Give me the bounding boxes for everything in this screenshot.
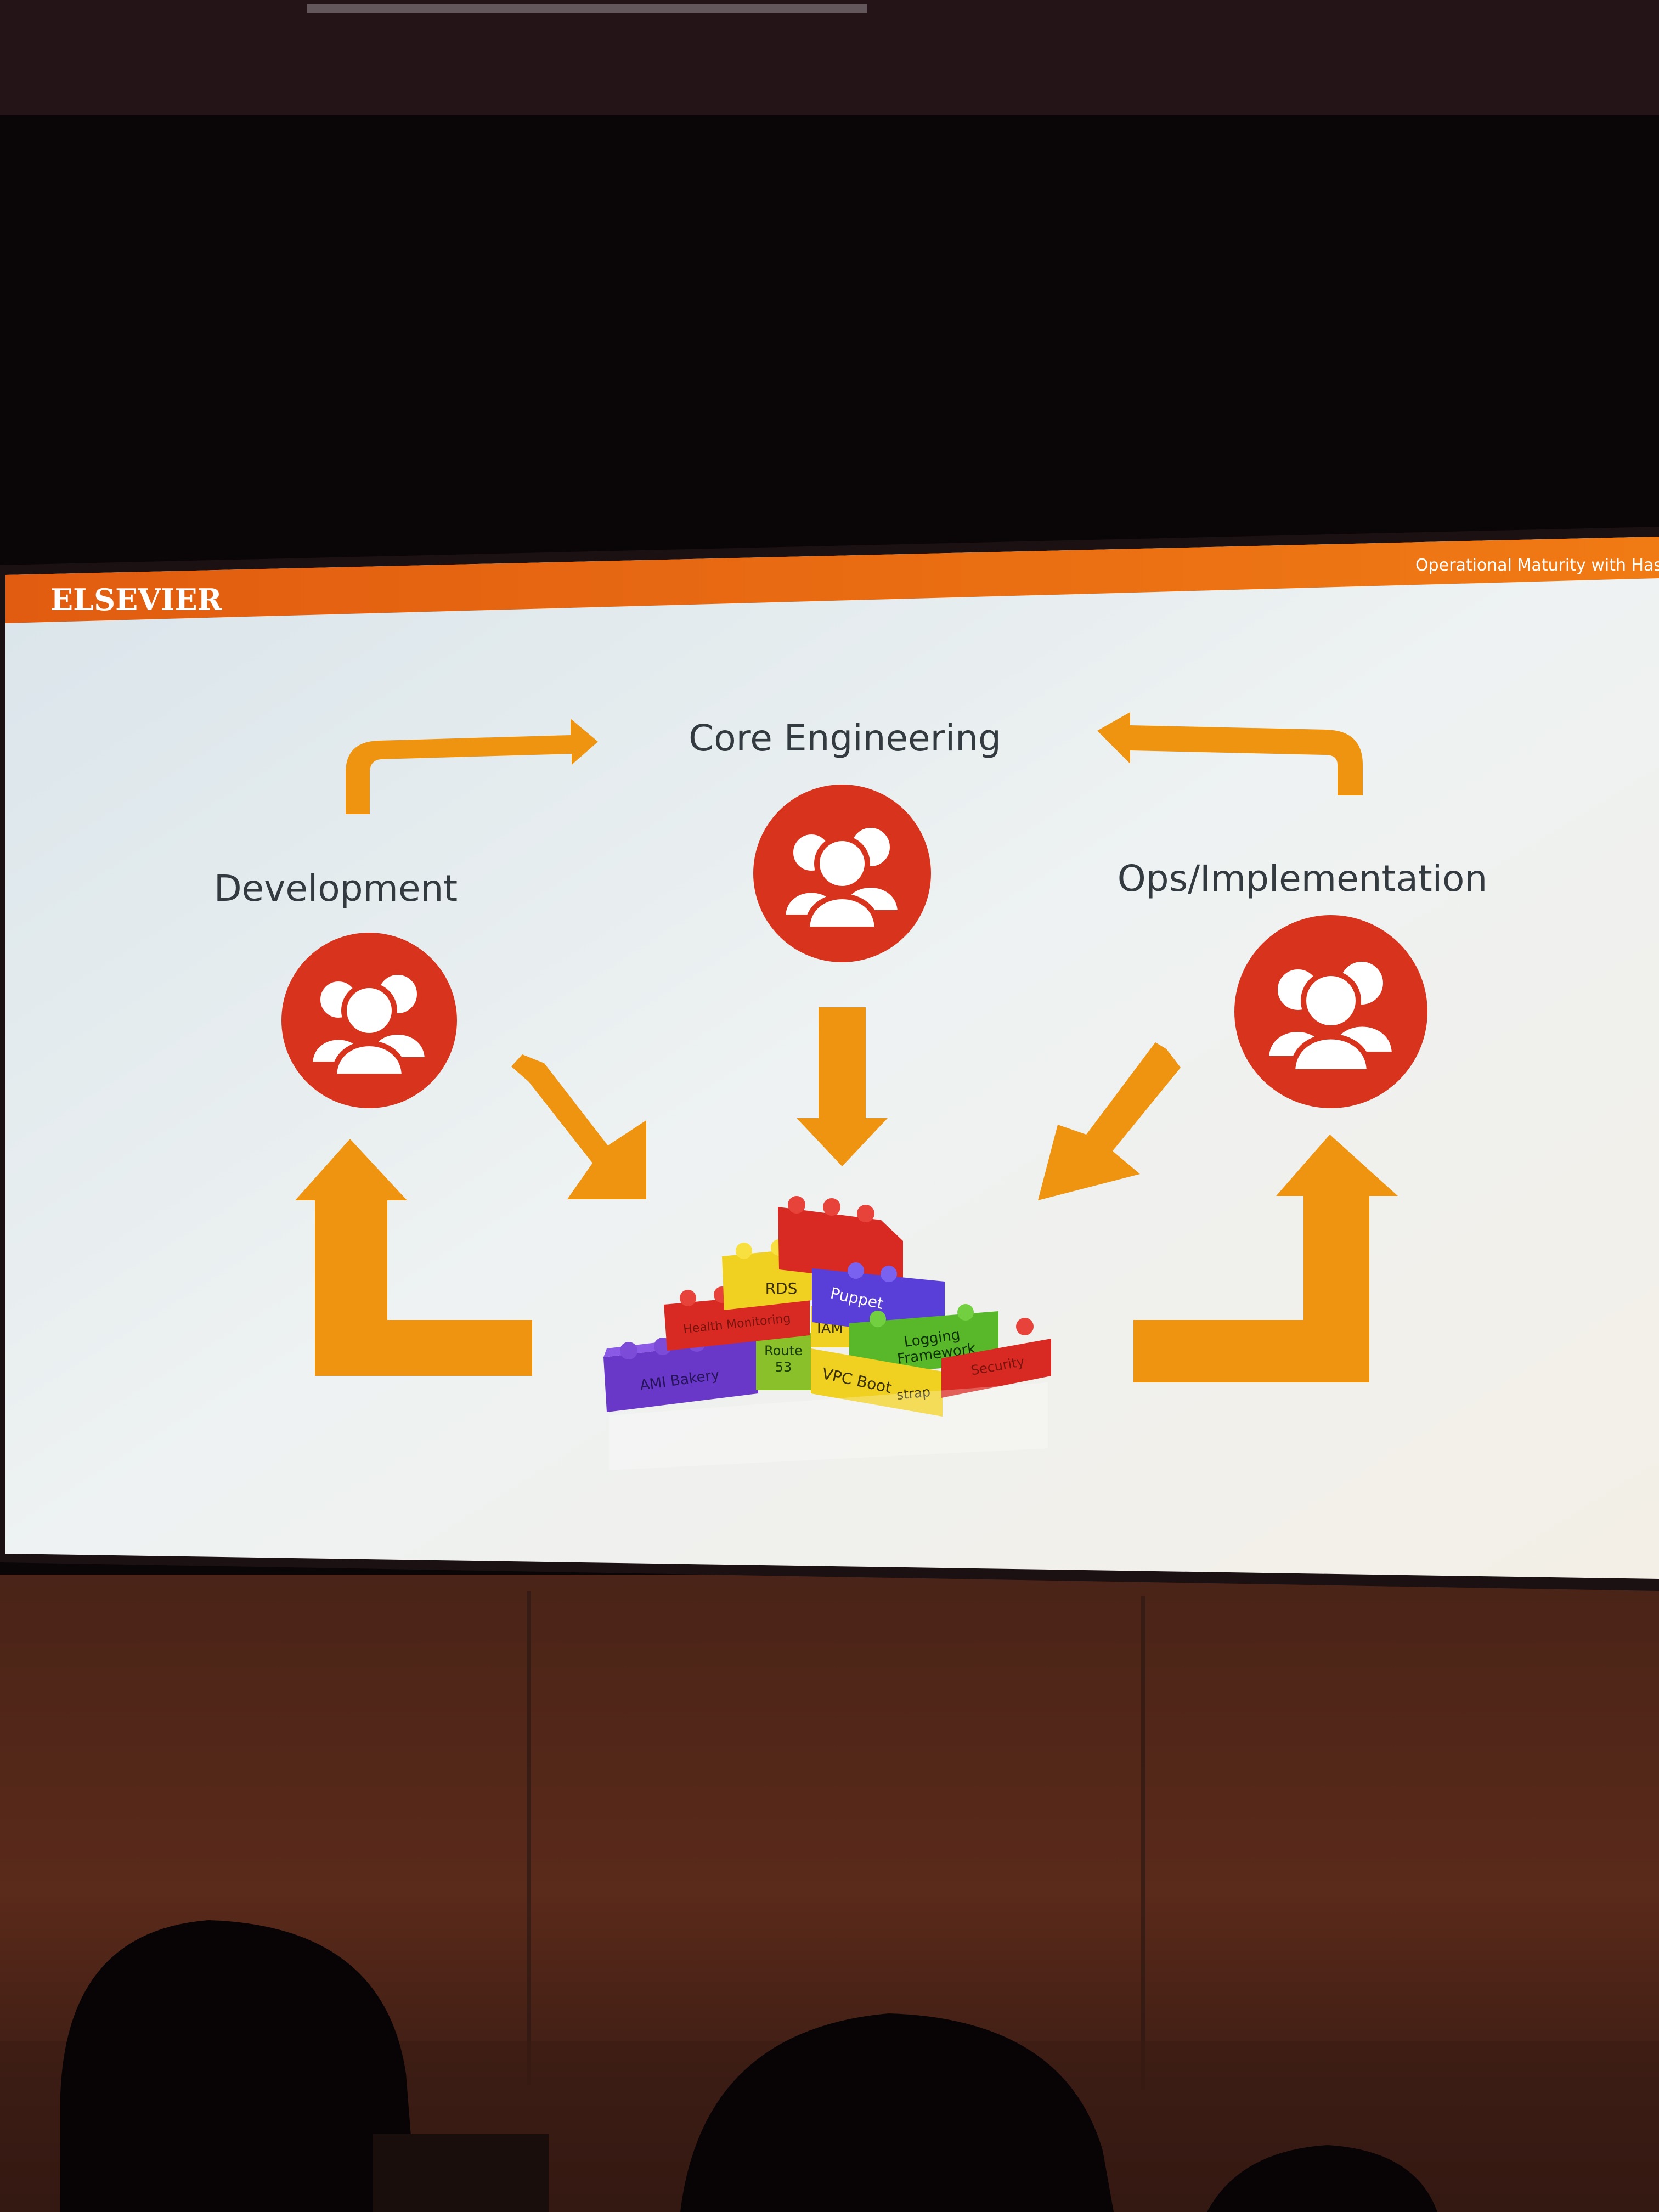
block-route-53: Route 53: [756, 1333, 811, 1390]
label-route: Route: [764, 1343, 803, 1358]
arrow-core-to-blocks: [797, 1007, 888, 1166]
slide-banner: [5, 537, 1659, 623]
label-strap: strap: [896, 1384, 931, 1403]
wall-seam-right: [1141, 1596, 1146, 2090]
block-health-monitoring: Health Monitoring: [664, 1286, 810, 1351]
blocks-reflection: [609, 1383, 1048, 1470]
arrow-ops-to-blocks: [1038, 1042, 1181, 1200]
building-blocks-pyramid: AMI Bakery Route 53 Health Monitoring RD…: [603, 1196, 1051, 1470]
arrow-development-to-blocks: [511, 1054, 646, 1199]
arrow-development-to-core: [346, 719, 598, 814]
ops-implementation-label: Ops/Implementation: [1118, 857, 1488, 900]
ops-implementation-team-icon: [1234, 915, 1427, 1108]
audience-seat: [373, 2134, 549, 2212]
label-53: 53: [775, 1359, 792, 1375]
development-team-icon: [281, 933, 457, 1108]
block-security: Security: [941, 1318, 1051, 1398]
audience-head-left: [60, 1920, 417, 2212]
slide-header-title: Operational Maturity with Has: [1415, 556, 1659, 575]
audience-silhouettes: [60, 1920, 1437, 2212]
audience-head-center: [680, 2013, 1114, 2212]
block-vpc-bootstrap: VPC Boot strap: [811, 1348, 943, 1417]
arrow-blocks-to-development: [295, 1139, 532, 1376]
arrow-blocks-to-ops: [1133, 1135, 1398, 1383]
development-label: Development: [214, 867, 458, 910]
core-engineering-label: Core Engineering: [689, 717, 1001, 759]
ceiling: [0, 0, 1659, 115]
label-rds: RDS: [765, 1279, 798, 1297]
block-top-red: [778, 1196, 903, 1284]
ceiling-light: [307, 4, 867, 13]
wall-seam-left: [527, 1591, 531, 2085]
core-engineering-team-icon: [753, 785, 931, 962]
arrow-ops-to-core: [1097, 712, 1363, 795]
elsevier-logo: ELSEVIER: [50, 582, 223, 617]
audience-head-right: [1207, 2145, 1437, 2212]
